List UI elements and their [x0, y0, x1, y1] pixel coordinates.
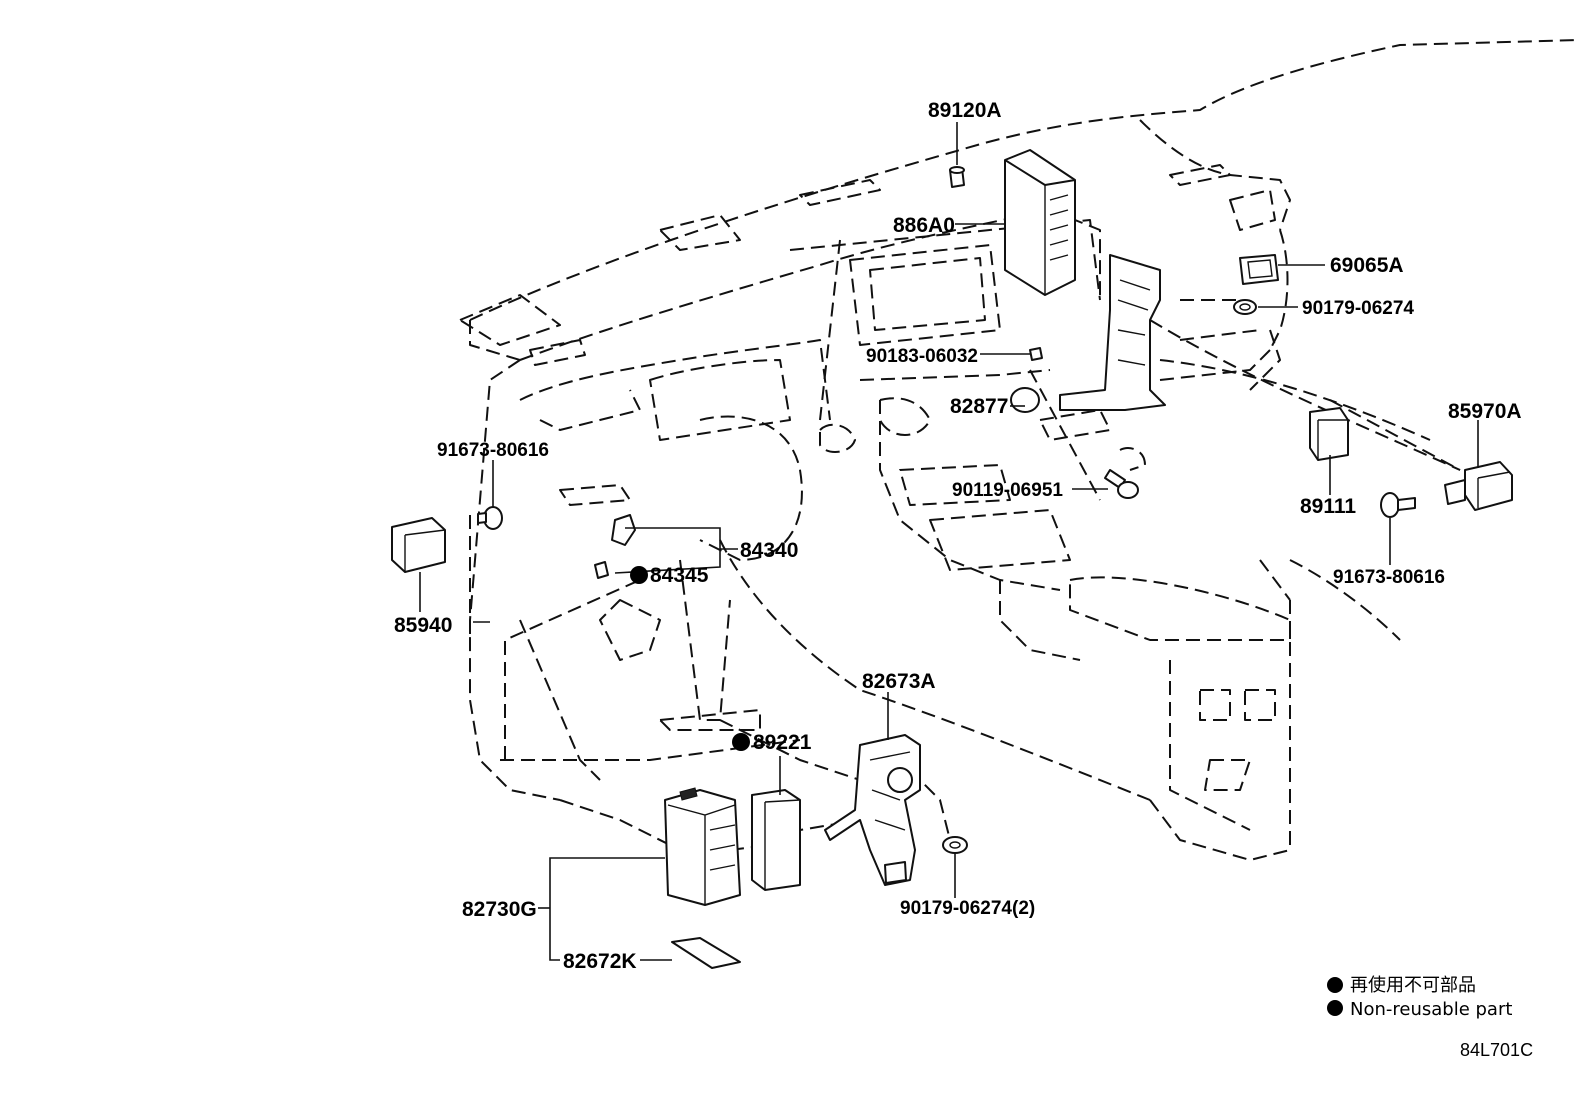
legend-bullet-english	[1327, 1000, 1343, 1016]
part-82672K-shape	[671, 937, 741, 969]
label-91673-80616-left: 91673-80616	[437, 440, 549, 461]
part-85940-shape	[391, 517, 446, 573]
part-89120A-shape	[949, 166, 965, 188]
part-89221-shape	[751, 789, 801, 891]
part-82877-bracket	[1059, 254, 1166, 411]
part-69065A-shape	[1239, 254, 1279, 285]
label-89120A: 89120A	[928, 99, 1002, 122]
legend: 再使用不可部品 Non-reusable part	[1327, 975, 1512, 1020]
part-90119-06951-shape	[1104, 469, 1139, 499]
label-82877: 82877	[950, 395, 1008, 418]
part-90179-06274-shape	[1233, 299, 1257, 315]
part-90183-06032-shape	[1029, 347, 1043, 361]
label-82730G: 82730G	[462, 898, 537, 921]
label-85970A: 85970A	[1448, 400, 1522, 423]
part-82673A-shape	[824, 734, 921, 886]
part-82877-shape	[1010, 387, 1040, 413]
part-90179-06274-2-shape	[942, 836, 968, 854]
part-85970A-shape	[1444, 461, 1513, 511]
label-90119-06951: 90119-06951	[952, 480, 1063, 501]
legend-bullet-japanese	[1327, 977, 1343, 993]
legend-text-japanese: 再使用不可部品	[1350, 975, 1476, 996]
label-91673-80616-right: 91673-80616	[1333, 567, 1445, 588]
connection-lines	[469, 219, 1461, 851]
part-89111-shape	[1309, 407, 1349, 461]
label-84340: 84340	[740, 539, 798, 562]
non-reusable-marker-89221	[732, 733, 750, 751]
label-85940: 85940	[394, 614, 452, 637]
label-886A0: 886A0	[893, 214, 955, 237]
label-89221: 89221	[753, 731, 812, 754]
label-69065A: 69065A	[1330, 254, 1404, 277]
part-82730G-shape	[664, 787, 741, 906]
diagram-code: 84L701C	[1460, 1040, 1533, 1060]
label-89111: 89111	[1300, 495, 1356, 518]
part-91673-80616-left-shape	[477, 506, 503, 530]
part-886A0-shape	[1004, 149, 1076, 296]
part-84340-shape	[594, 514, 636, 579]
label-90183-06032: 90183-06032	[866, 346, 978, 367]
dashboard-outline	[459, 39, 1581, 861]
leader-lines	[419, 122, 1479, 961]
label-90179-06274: 90179-06274	[1302, 298, 1414, 319]
label-84345: 84345	[650, 564, 709, 587]
part-91673-80616-right-shape	[1380, 492, 1416, 518]
legend-text-english: Non-reusable part	[1350, 999, 1512, 1020]
label-82673A: 82673A	[862, 670, 936, 693]
non-reusable-marker-84345	[630, 566, 648, 584]
label-90179-06274-2: 90179-06274(2)	[900, 898, 1035, 919]
label-82672K: 82672K	[563, 950, 637, 973]
